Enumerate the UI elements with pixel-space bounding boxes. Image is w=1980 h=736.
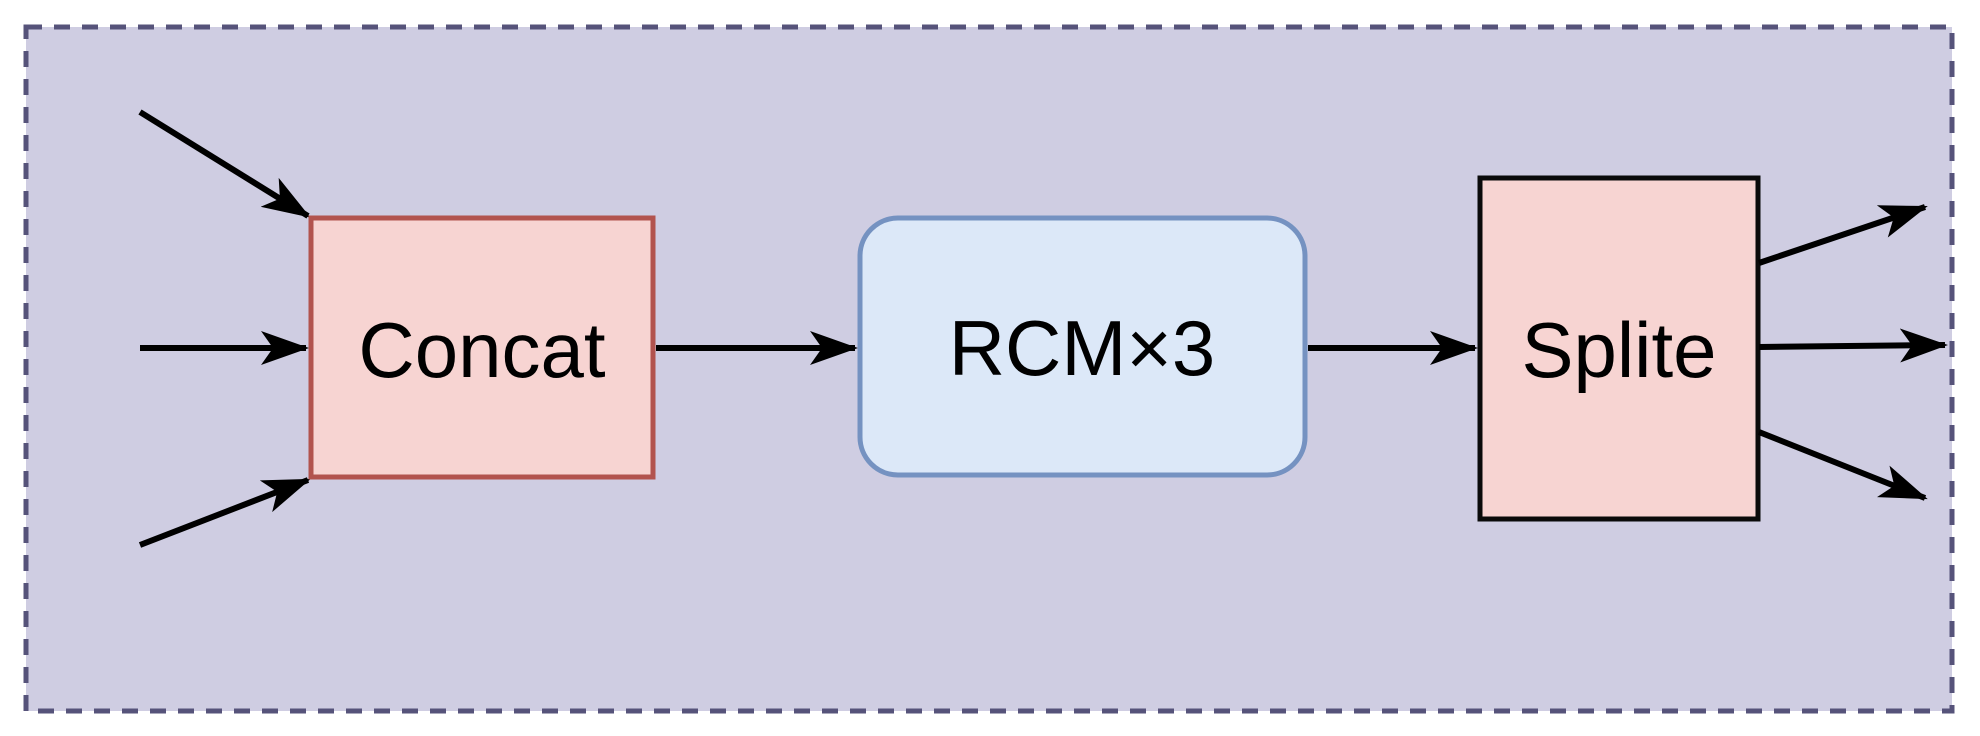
- node-concat: [308, 215, 656, 480]
- edge-splite-to-output-1: [1758, 204, 1928, 266]
- edge-input-1-to-concat: [138, 109, 311, 219]
- edge-splite-to-output-3: [1757, 429, 1928, 501]
- node-splite-label: Splite: [1521, 306, 1716, 394]
- node-rcm-label: RCM×3: [949, 304, 1216, 392]
- node-concat-label: Concat: [358, 306, 605, 394]
- node-splite: [1477, 175, 1761, 522]
- edge-input-3-to-concat: [138, 477, 311, 548]
- edge-splite-to-output-2: [1758, 328, 1948, 363]
- node-rcm: [857, 215, 1308, 478]
